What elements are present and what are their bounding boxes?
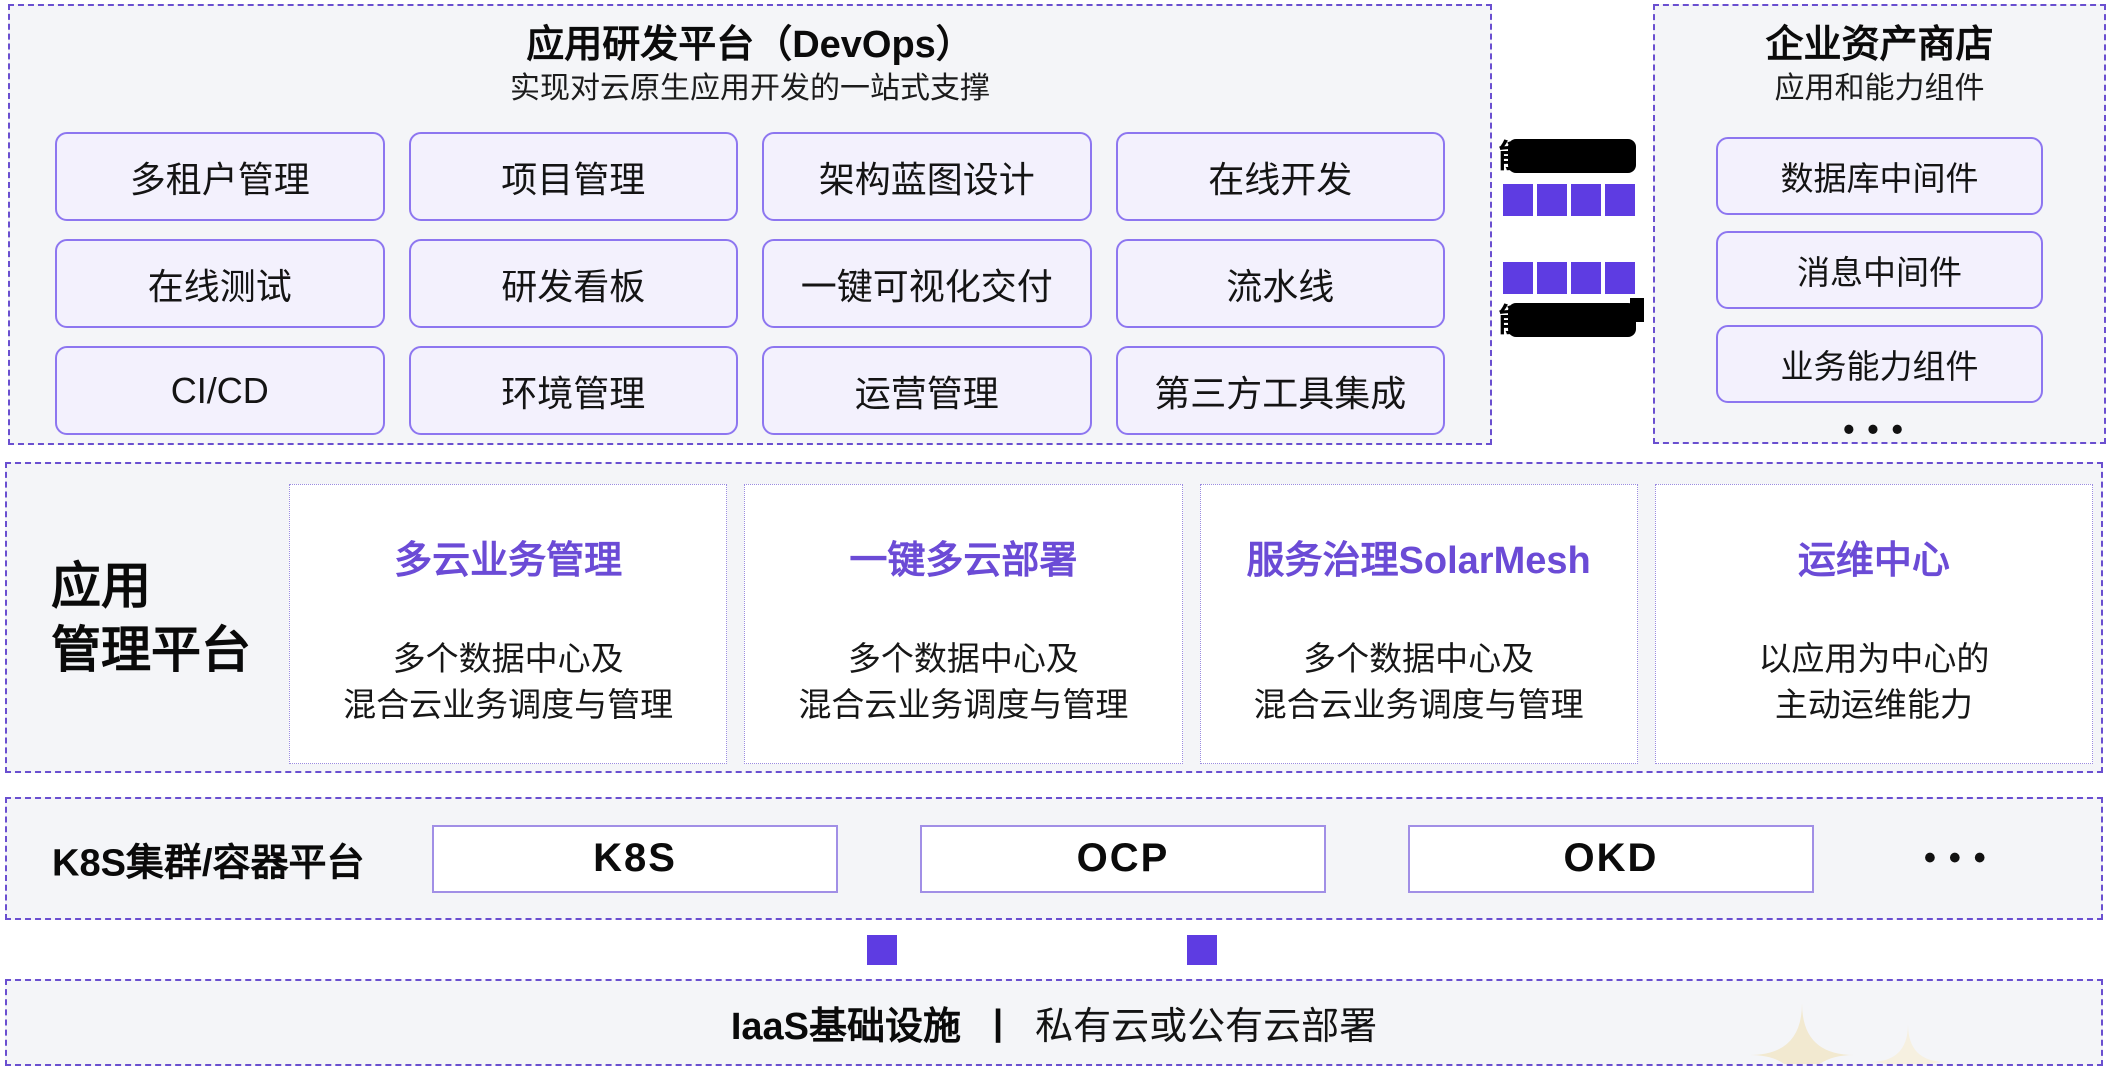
flow-square [1605, 262, 1635, 294]
mgmt-card-desc-line: 多个数据中心及 [847, 640, 1079, 677]
iaas-band: IaaS基础设施 | 私有云或公有云部署 [5, 979, 2103, 1066]
container-platform-label: K8S集群/容器平台 [52, 842, 365, 884]
flow-square [1503, 184, 1533, 216]
mgmt-card: 多云业务管理 多个数据中心及 混合云业务调度与管理 [289, 484, 728, 764]
devops-capability-box: 在线开发 [1115, 132, 1445, 221]
container-platform-box: OCP [920, 824, 1326, 893]
mgmt-card-desc: 多个数据中心及 混合云业务调度与管理 [290, 636, 726, 728]
iaas-title: IaaS基础设施 [730, 1006, 962, 1048]
devops-capability-box: 一键可视化交付 [762, 239, 1092, 328]
flow-square [1571, 262, 1601, 294]
asset-store-box: 数据库中间件 [1716, 137, 2043, 215]
iaas-separator: | [993, 1001, 1004, 1043]
mgmt-card-desc: 以应用为中心的 主动运维能力 [1656, 636, 2092, 728]
mgmt-card-title: 运维中心 [1797, 540, 1950, 582]
mgmt-card: 服务治理SolarMesh 多个数据中心及 混合云业务调度与管理 [1199, 484, 1638, 764]
sparkle-icon [1750, 1003, 1946, 1064]
container-platform-list: K8S OCP OKD ••• [432, 824, 1999, 893]
flow-square [1537, 262, 1567, 294]
devops-capability-box: CI/CD [55, 346, 385, 435]
app-management-label-line: 应用 [51, 557, 151, 614]
devops-capability-box: 在线测试 [55, 239, 385, 328]
mgmt-card-desc: 多个数据中心及 混合云业务调度与管理 [745, 636, 1181, 728]
asset-store-list: 数据库中间件 消息中间件 业务能力组件 [1655, 137, 2104, 403]
redaction-bar [1508, 139, 1636, 173]
capability-flow-column: 能 能 [1498, 134, 1653, 349]
flow-square [1605, 184, 1635, 216]
asset-store-subtitle: 应用和能力组件 [1774, 72, 1985, 105]
sparkle-large-icon [1750, 1003, 1854, 1064]
more-items-ellipsis: ••• [1843, 411, 1916, 447]
connector-square [1187, 935, 1217, 965]
redaction-bar [1508, 303, 1636, 337]
flow-squares-row [1503, 262, 1635, 294]
devops-capability-box: 架构蓝图设计 [762, 132, 1092, 221]
app-management-band: 应用 管理平台 多云业务管理 多个数据中心及 混合云业务调度与管理 一键多云部署… [5, 462, 2103, 773]
mgmt-card: 运维中心 以应用为中心的 主动运维能力 [1654, 484, 2093, 764]
mgmt-card-desc-line: 混合云业务调度与管理 [1253, 686, 1584, 723]
devops-capability-box: 项目管理 [408, 132, 738, 221]
asset-store-box: 消息中间件 [1716, 231, 2043, 309]
flow-squares-row [1503, 184, 1635, 216]
asset-store-box: 业务能力组件 [1716, 325, 2043, 403]
connector-square [867, 935, 897, 965]
devops-capability-grid: 多租户管理 项目管理 架构蓝图设计 在线开发 在线测试 研发看板 一键可视化交付… [55, 132, 1445, 435]
mgmt-card-title: 多云业务管理 [394, 540, 623, 582]
mgmt-card: 一键多云部署 多个数据中心及 混合云业务调度与管理 [744, 484, 1183, 764]
asset-store-panel: 企业资产商店 应用和能力组件 数据库中间件 消息中间件 业务能力组件 ••• [1653, 4, 2106, 447]
app-management-label-line: 管理平台 [51, 621, 251, 678]
devops-capability-box: 多租户管理 [55, 132, 385, 221]
mgmt-card-title: 一键多云部署 [849, 540, 1078, 582]
mgmt-card-desc: 多个数据中心及 混合云业务调度与管理 [1201, 636, 1637, 728]
devops-platform-panel: 应用研发平台（DevOps） 实现对云原生应用开发的一站式支撑 多租户管理 项目… [8, 4, 1492, 445]
redaction-bar-tail [1630, 298, 1644, 322]
asset-store-title: 企业资产商店 [1765, 24, 1994, 66]
redacted-label-top: 能 [1498, 139, 1650, 173]
mgmt-cards: 多云业务管理 多个数据中心及 混合云业务调度与管理 一键多云部署 多个数据中心及… [289, 484, 2093, 764]
mgmt-card-desc-line: 多个数据中心及 [392, 640, 624, 677]
mgmt-card-desc-line: 混合云业务调度与管理 [798, 686, 1129, 723]
devops-panel-subtitle: 实现对云原生应用开发的一站式支撑 [510, 72, 990, 105]
mgmt-card-desc-line: 以应用为中心的 [1758, 640, 1990, 677]
more-items-ellipsis: ••• [1924, 839, 1999, 877]
mgmt-card-desc-line: 多个数据中心及 [1303, 640, 1535, 677]
devops-capability-box: 环境管理 [408, 346, 738, 435]
devops-capability-box: 第三方工具集成 [1115, 346, 1445, 435]
mgmt-card-desc-line: 混合云业务调度与管理 [343, 686, 674, 723]
iaas-label-group: IaaS基础设施 | 私有云或公有云部署 [7, 981, 2101, 1064]
mgmt-card-title: 服务治理SolarMesh [1246, 540, 1591, 582]
mgmt-card-desc-line: 主动运维能力 [1774, 686, 1973, 723]
sparkle-small-icon [1870, 1024, 1946, 1064]
devops-panel-title: 应用研发平台（DevOps） [526, 24, 974, 66]
container-platform-band: K8S集群/容器平台 K8S OCP OKD ••• [5, 797, 2103, 920]
redacted-label-bottom: 能 [1498, 298, 1650, 337]
devops-capability-box: 运营管理 [762, 346, 1092, 435]
devops-capability-box: 研发看板 [408, 239, 738, 328]
flow-square [1571, 184, 1601, 216]
app-management-label: 应用 管理平台 [51, 554, 251, 682]
container-platform-box: K8S [432, 824, 838, 893]
devops-capability-box: 流水线 [1115, 239, 1445, 328]
flow-square [1537, 184, 1567, 216]
flow-square [1503, 262, 1533, 294]
iaas-subtitle: 私有云或公有云部署 [1035, 1006, 1378, 1048]
container-platform-box: OKD [1408, 824, 1814, 893]
